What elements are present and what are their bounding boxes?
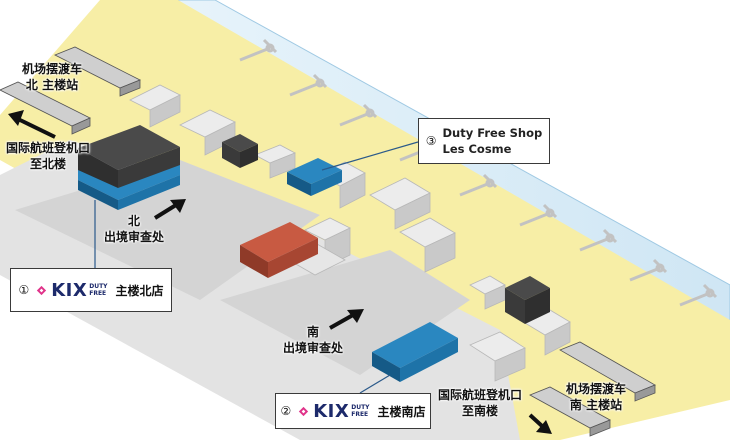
immigration-north-label: 北 出境审查处 [104, 214, 165, 244]
shuttle-north-label: 机场摆渡车 北 主楼站 [22, 62, 83, 92]
shop3-callout[interactable]: ③ Duty Free Shop Les Cosme [418, 118, 550, 164]
shop2-block [372, 322, 458, 382]
shuttle-south-label: 机场摆渡车 南 主楼站 [566, 382, 627, 412]
dark-blocks [222, 134, 550, 324]
kix-logo-icon [37, 285, 47, 295]
shop3-block [287, 158, 342, 196]
store-number: ② [280, 404, 292, 418]
immigration-south-label: 南 出境审查处 [283, 325, 344, 355]
shop1-block [78, 165, 180, 210]
kix-logo-icon [299, 406, 309, 416]
arrow-checkin-south [528, 413, 552, 434]
shuttle-train-north [0, 46, 141, 135]
arrow-checkin-north [8, 110, 56, 139]
shuttle-train-south [529, 341, 656, 437]
leader-lines [94, 141, 419, 394]
arrow-immigration-south [329, 309, 364, 330]
store-number: ① [18, 283, 30, 297]
checkin-south-label: 国际航班登机口 至南楼 [438, 388, 523, 418]
store-name: 主楼北店 [115, 283, 164, 298]
shop3-number: ③ [425, 134, 437, 148]
shop3-name: Duty Free Shop Les Cosme [442, 126, 543, 156]
checkin-north-label: 国际航班登机口 至北楼 [6, 141, 91, 171]
arrow-immigration-north [153, 199, 186, 220]
floor-south [220, 250, 470, 375]
store-name: 主楼南店 [377, 404, 426, 419]
red-block [240, 222, 318, 278]
